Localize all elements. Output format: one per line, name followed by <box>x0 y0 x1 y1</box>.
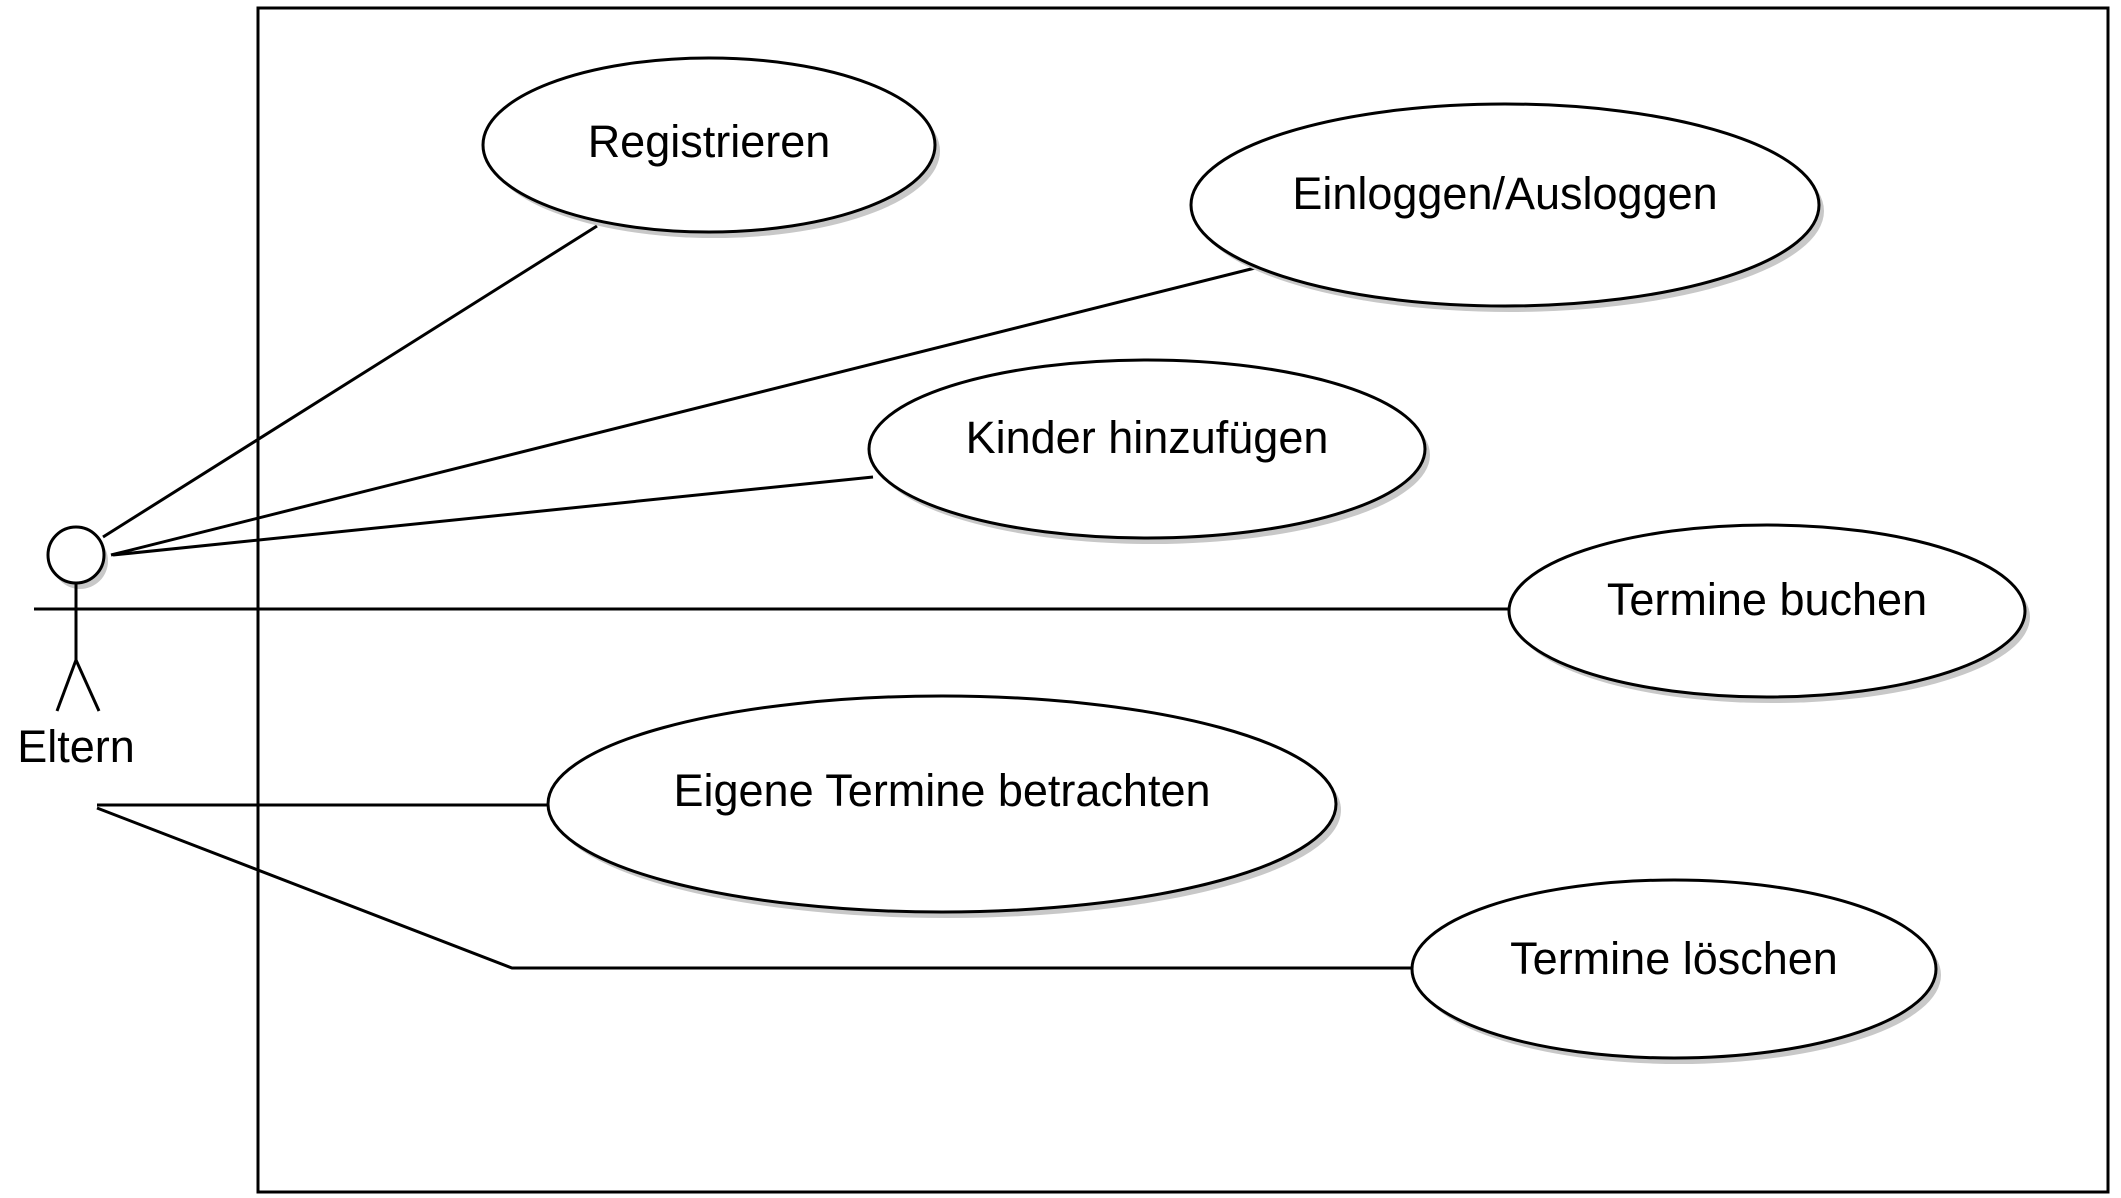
use-case-label: Termine löschen <box>1510 933 1838 984</box>
actor-label: Eltern <box>17 721 135 772</box>
actor-right-leg <box>74 659 101 712</box>
use-case-registrieren[interactable]: Registrieren <box>481 56 940 238</box>
use-case-label: Registrieren <box>588 116 831 167</box>
actor-eltern[interactable]: Eltern <box>17 525 135 772</box>
associations <box>34 224 1510 970</box>
association-loeschen <box>96 806 1413 970</box>
use-case-betrachten[interactable]: Eigene Termine betrachten <box>546 694 1341 918</box>
use-case-label: Kinder hinzufügen <box>966 412 1329 463</box>
use-case-buchen[interactable]: Termine buchen <box>1507 523 2030 703</box>
system-boundary <box>256 6 2110 1194</box>
stick-figure-icon <box>46 525 108 712</box>
use-case-label: Termine buchen <box>1607 574 1927 625</box>
actor-head <box>46 525 106 585</box>
use-case-kinder[interactable]: Kinder hinzufügen <box>867 358 1430 544</box>
actor-left-leg <box>55 659 78 712</box>
use-case-label: Eigene Termine betrachten <box>673 765 1210 816</box>
use-case-label: Einloggen/Ausloggen <box>1292 168 1717 219</box>
association-einloggen <box>110 266 1256 557</box>
use-case-loeschen[interactable]: Termine löschen <box>1410 878 1941 1064</box>
use-case-einloggen[interactable]: Einloggen/Ausloggen <box>1189 102 1824 312</box>
association-kinder <box>112 475 874 557</box>
association-registrieren <box>102 224 598 539</box>
